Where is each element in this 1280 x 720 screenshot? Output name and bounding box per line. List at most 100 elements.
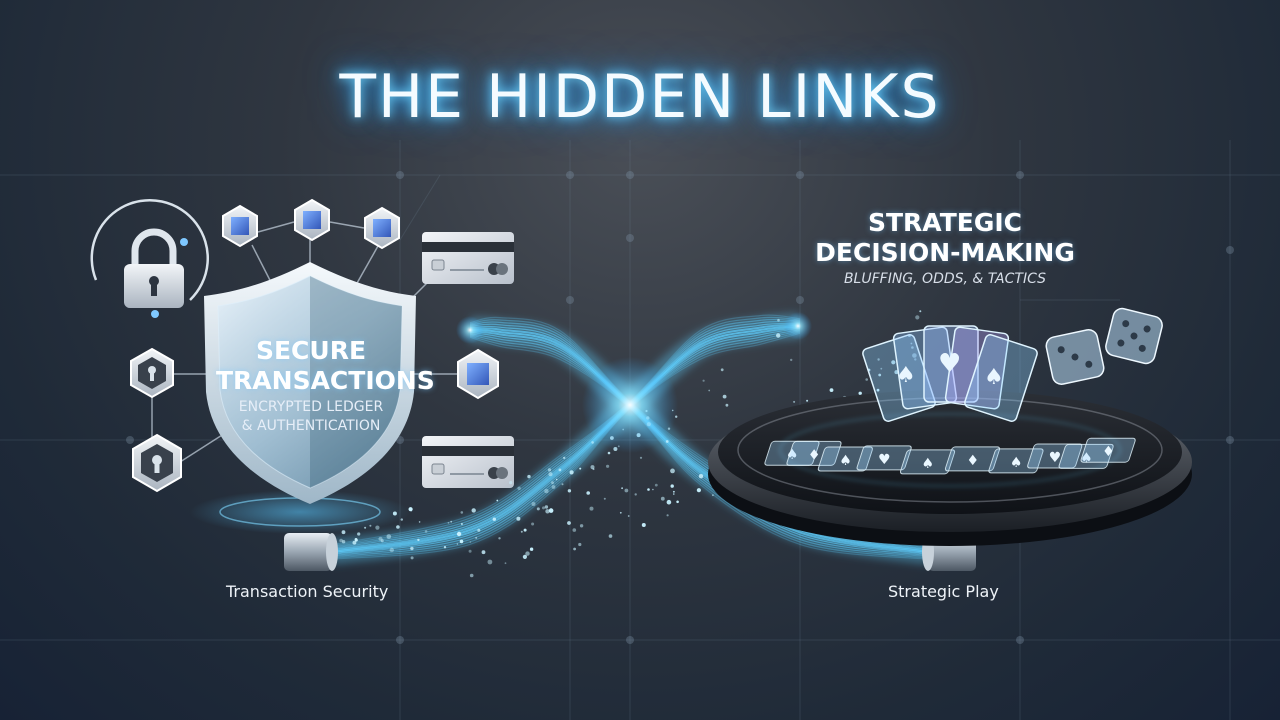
sparkle xyxy=(793,400,796,403)
sparkle xyxy=(529,547,534,551)
sparkle xyxy=(460,511,464,514)
sparkle xyxy=(639,456,643,459)
playing-cards-icon: ♠ ♥ ♠ xyxy=(862,325,1038,422)
sparkle xyxy=(447,522,450,524)
sparkle xyxy=(547,468,552,472)
sparkle xyxy=(450,520,453,523)
sparkle xyxy=(477,528,481,532)
svg-text:♠: ♠ xyxy=(922,456,935,472)
sparkle xyxy=(378,536,383,541)
sparkle xyxy=(878,373,882,377)
sparkle xyxy=(777,318,780,322)
sparkle xyxy=(673,490,675,493)
padlock-icon xyxy=(90,198,209,318)
svg-text:♠: ♠ xyxy=(786,447,799,463)
page-title: THE HIDDEN LINKS xyxy=(339,62,941,132)
sparkle xyxy=(417,538,420,542)
credit-card-icon xyxy=(422,436,514,488)
sparkle xyxy=(517,486,521,490)
sparkle xyxy=(603,497,606,500)
sparkle xyxy=(876,388,880,392)
sparkle xyxy=(621,487,623,490)
sparkle xyxy=(509,481,513,485)
sparkle xyxy=(660,496,665,501)
sparkle xyxy=(579,524,584,528)
secure-transactions-heading: SECURE TRANSACTIONS xyxy=(216,336,435,396)
sparkle xyxy=(776,333,781,338)
sparkle xyxy=(561,483,564,486)
sparkle xyxy=(590,465,595,470)
sparkle xyxy=(567,489,572,493)
secure-transactions-subheading: ENCRYPTED LEDGER & AUTHENTICATION xyxy=(226,398,396,436)
transaction-security-label: Transaction Security xyxy=(226,582,389,601)
sparkle xyxy=(634,493,637,496)
sparkle xyxy=(527,474,531,479)
grid-nodes xyxy=(126,171,1234,644)
sparkle xyxy=(548,508,554,513)
sparkle xyxy=(790,358,793,362)
table-cards: ♠♦♠♥♠♦♠♥♠♦ xyxy=(764,437,1136,475)
sparkle xyxy=(456,543,459,545)
svg-text:♠: ♠ xyxy=(896,363,916,388)
sparkle xyxy=(666,499,672,505)
svg-text:♥: ♥ xyxy=(1049,450,1062,466)
sparkle xyxy=(608,534,613,538)
strategic-decision-subheading: BLUFFING, ODDS, & TACTICS xyxy=(843,271,1047,287)
sparkle xyxy=(418,521,421,523)
sparkle xyxy=(829,388,834,392)
sparkle xyxy=(708,389,711,392)
sparkle xyxy=(542,506,545,510)
sparkle xyxy=(389,547,394,553)
sparkle xyxy=(919,310,922,313)
sparkle xyxy=(504,562,507,565)
dice-icon xyxy=(1045,307,1163,385)
hexagon-node-icon xyxy=(294,198,330,242)
crossing-glow xyxy=(582,357,678,453)
sparkle xyxy=(410,546,414,551)
sparkle xyxy=(545,509,550,514)
sparkle xyxy=(531,522,535,526)
strand-end-glow xyxy=(456,316,484,344)
sparkle xyxy=(424,530,428,533)
sparkle xyxy=(673,493,675,495)
sparkle xyxy=(481,550,486,555)
heading-line: TRANSACTIONS xyxy=(216,366,435,395)
sparkle xyxy=(910,342,913,345)
sparkle xyxy=(522,554,528,560)
heading-line: SECURE xyxy=(255,336,367,365)
shield-floor-glow xyxy=(190,490,410,534)
table-card: ♠ xyxy=(899,449,956,475)
sparkle xyxy=(555,478,558,481)
sparkle xyxy=(392,511,397,516)
sparkle xyxy=(400,518,403,521)
hexagon-node-icon xyxy=(364,206,400,250)
sparkle xyxy=(459,539,464,544)
shield-icon xyxy=(204,262,416,504)
sparkle xyxy=(536,507,540,511)
sparkle xyxy=(641,523,646,527)
sparkle xyxy=(586,491,590,495)
sparkle xyxy=(492,517,496,521)
sparkle xyxy=(468,549,472,553)
sparkle xyxy=(722,394,727,399)
keyhole-node-icon xyxy=(130,347,174,399)
sparkle xyxy=(548,472,553,477)
poker-table xyxy=(708,390,1192,546)
sparkle xyxy=(469,541,472,543)
sparkle xyxy=(806,399,809,402)
sparkle xyxy=(665,440,669,443)
sparkle xyxy=(720,368,724,372)
sparkle xyxy=(572,528,577,532)
sparkle xyxy=(357,532,361,536)
sparkle xyxy=(341,530,346,535)
sparkle xyxy=(880,367,883,370)
sparkle xyxy=(627,515,630,517)
table-card: ♥ xyxy=(1027,443,1083,469)
strand-end-glow xyxy=(784,312,812,340)
sparkle xyxy=(914,358,917,361)
subheading-line: & AUTHENTICATION xyxy=(241,418,381,434)
sparkle xyxy=(725,403,729,407)
sparkle xyxy=(696,488,702,493)
table-card: ♠ xyxy=(817,446,873,472)
sparkle xyxy=(380,539,384,543)
